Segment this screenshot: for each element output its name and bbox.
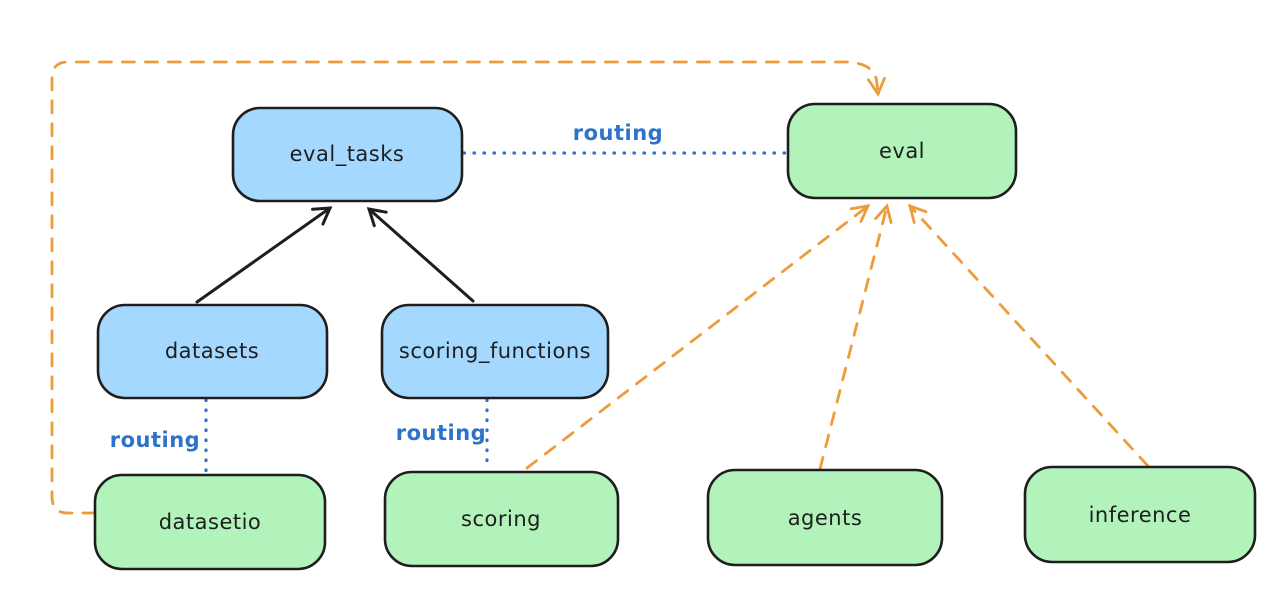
node-agents: agents — [706, 468, 944, 567]
node-eval-tasks: eval_tasks — [231, 106, 464, 203]
node-datasets-label: datasets — [165, 339, 259, 363]
edge-datasets-to-eval-tasks — [195, 206, 333, 304]
node-eval-tasks-label: eval_tasks — [290, 142, 405, 167]
node-eval-label: eval — [879, 139, 925, 163]
node-scoring-functions-label: scoring_functions — [399, 339, 591, 364]
edge-label-routing-top: routing — [573, 121, 663, 145]
edge-label-routing-mid: routing — [396, 421, 486, 445]
node-scoring-label: scoring — [461, 507, 541, 531]
node-datasetio-label: datasetio — [159, 510, 262, 534]
edge-inference-to-eval — [907, 203, 1150, 468]
edge-agents-to-eval — [818, 203, 893, 471]
node-agents-label: agents — [788, 506, 863, 530]
node-inference-label: inference — [1089, 503, 1192, 527]
node-eval: eval — [786, 102, 1018, 200]
node-datasetio: datasetio — [93, 473, 327, 571]
node-datasets: datasets — [96, 303, 329, 400]
edge-datasetio-to-eval — [50, 60, 886, 515]
node-inference: inference — [1023, 465, 1257, 564]
node-scoring: scoring — [383, 470, 620, 568]
edge-label-routing-left: routing — [110, 428, 200, 452]
node-scoring-functions: scoring_functions — [380, 303, 610, 400]
edge-scoring-functions-to-eval-tasks — [366, 207, 475, 303]
edge-scoring-to-eval — [525, 204, 871, 470]
